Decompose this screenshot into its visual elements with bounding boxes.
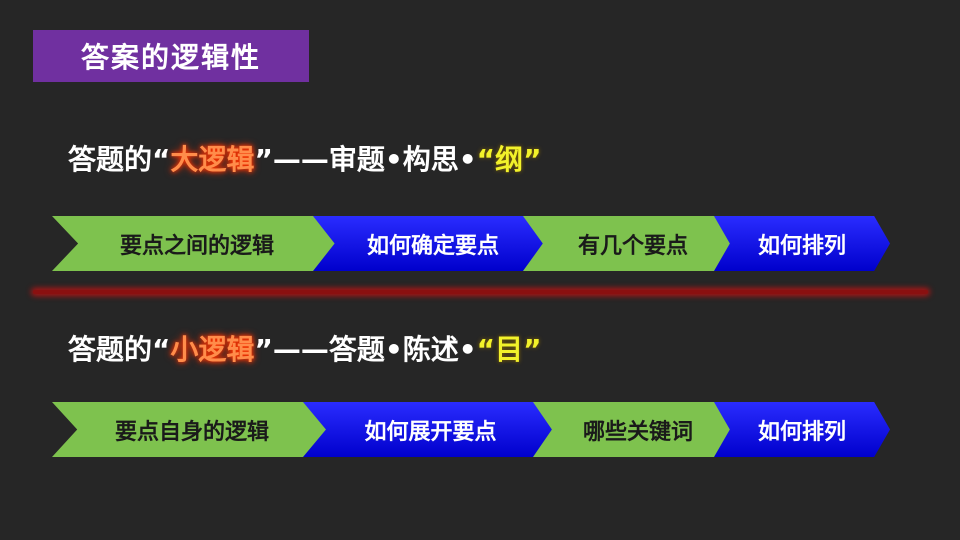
- section2-steps: 要点自身的逻辑 如何展开要点 哪些关键词 如何排列: [0, 0, 960, 457]
- section2-q2-open: “: [476, 333, 496, 366]
- section2-step-1-label: 要点自身的逻辑: [114, 419, 269, 445]
- section1-highlight2: 纲: [495, 143, 524, 176]
- section1-step-3: 有几个要点: [523, 216, 743, 271]
- slide-title-text: 答案的逻辑性: [80, 41, 261, 74]
- section1-step-1-label: 要点之间的逻辑: [119, 233, 274, 259]
- section1-step-4: 如何排列: [714, 216, 890, 271]
- section1-step-3-label: 有几个要点: [577, 233, 688, 259]
- section1-steps: 要点之间的逻辑 如何确定要点 有几个要点 如何排列: [0, 0, 960, 271]
- section2-step-2-label: 如何展开要点: [364, 419, 497, 445]
- section1-step-2-label: 如何确定要点: [366, 233, 499, 259]
- section1-step-4-label: 如何排列: [757, 233, 846, 259]
- section1-prefix: 答题的: [68, 143, 153, 176]
- section2-close-quote: ”: [254, 333, 273, 366]
- section1-middle: ——审题•构思•: [272, 143, 477, 176]
- section1-q2-open: “: [476, 143, 496, 176]
- section1-step-1: 要点之间的逻辑: [52, 216, 342, 271]
- section2-step-3-label: 哪些关键词: [582, 419, 693, 445]
- section2-q2-close: ”: [523, 333, 542, 366]
- section2-step-3: 哪些关键词: [533, 402, 743, 457]
- section2-prefix: 答题的: [68, 333, 153, 366]
- slide-title: 答案的逻辑性: [33, 30, 309, 82]
- section1-step-2: 如何确定要点: [313, 216, 553, 271]
- section1-open-quote: “: [152, 143, 171, 176]
- section1-highlight: 大逻辑: [170, 143, 255, 176]
- section2-highlight2: 目: [495, 333, 524, 366]
- section2-step-2: 如何展开要点: [303, 402, 558, 457]
- section-divider: [33, 290, 928, 294]
- section1-heading: 答题的“大逻辑”——审题•构思•“纲”: [68, 138, 541, 178]
- section2-step-4-label: 如何排列: [757, 419, 846, 445]
- section2-step-1: 要点自身的逻辑: [52, 402, 332, 457]
- section1-q2-close: ”: [523, 143, 542, 176]
- section2-heading: 答题的“小逻辑”——答题•陈述•“目”: [68, 328, 541, 368]
- section2-highlight: 小逻辑: [170, 333, 255, 366]
- section2-middle: ——答题•陈述•: [272, 333, 477, 366]
- section2-open-quote: “: [152, 333, 171, 366]
- section2-step-4: 如何排列: [714, 402, 890, 457]
- section1-close-quote: ”: [254, 143, 273, 176]
